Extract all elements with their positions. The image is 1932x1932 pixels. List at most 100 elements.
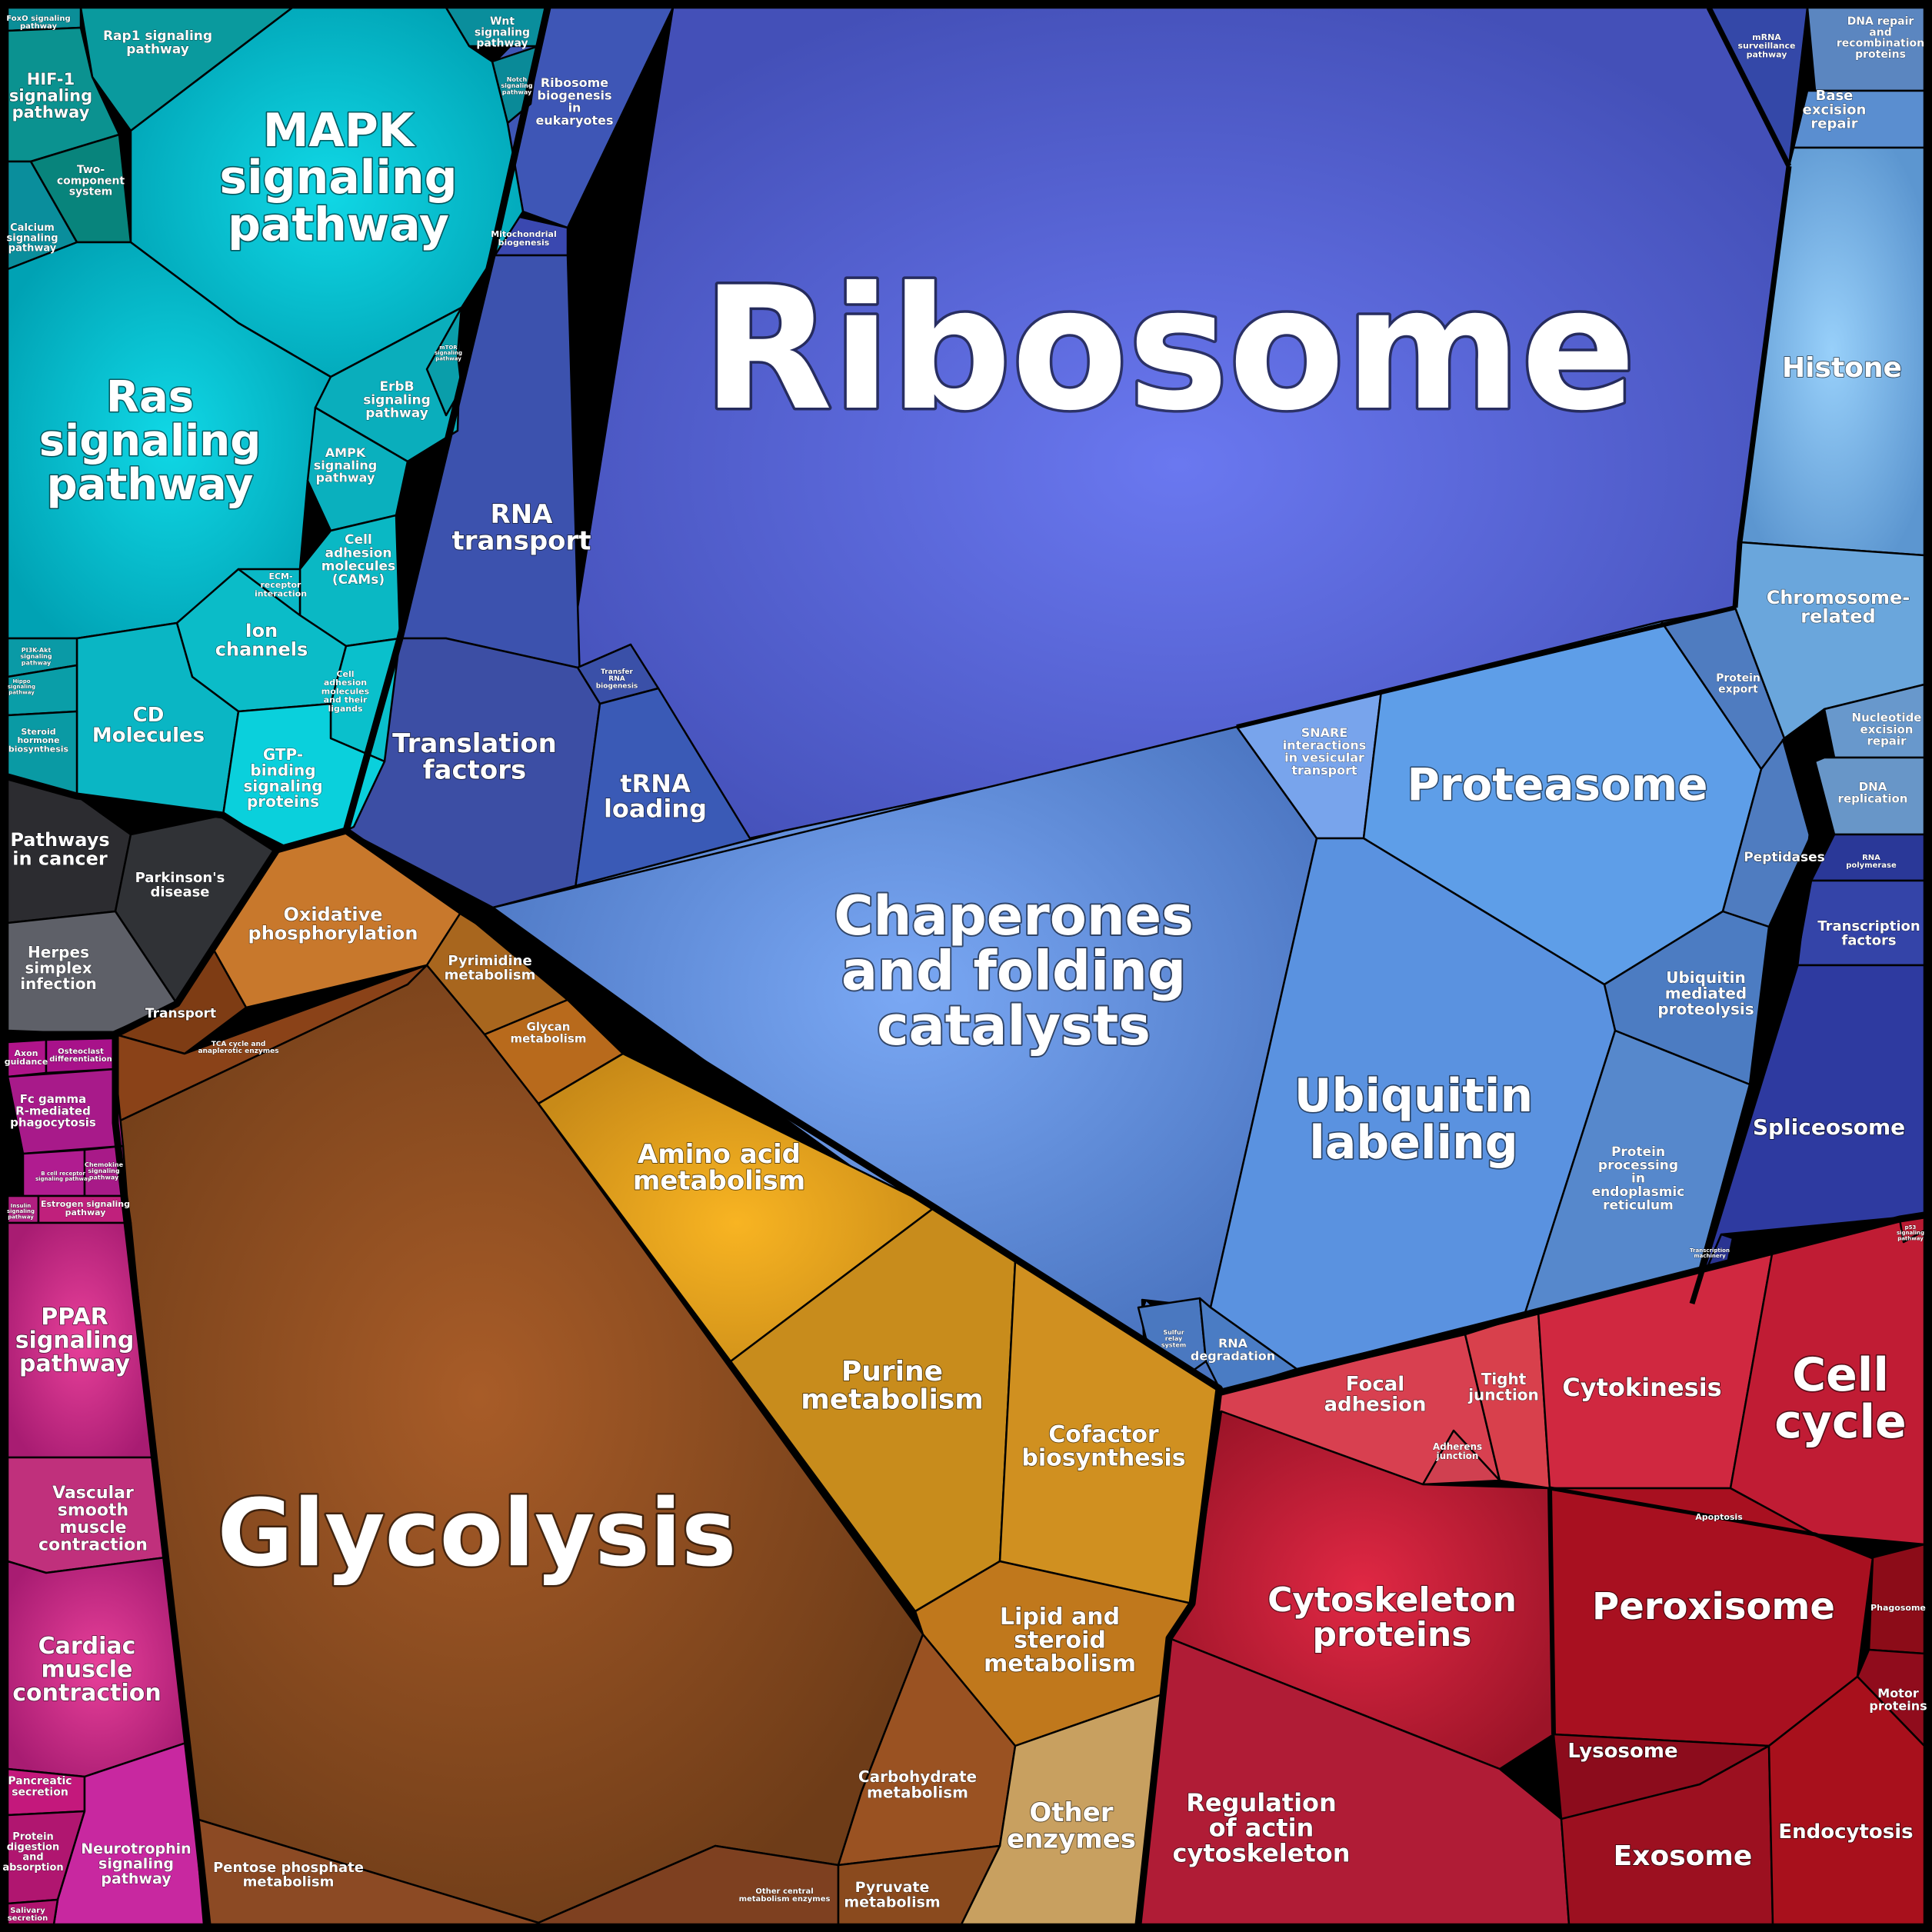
label-line: signaling: [9, 86, 92, 105]
label-line: Oxidative: [283, 904, 382, 925]
label-line: repair: [1810, 116, 1857, 132]
label-line: catalysts: [877, 994, 1151, 1058]
label-line: surveillance: [1738, 41, 1796, 51]
label-glycolysis: Glycolysis: [218, 1481, 737, 1587]
label-line: PPAR: [41, 1304, 108, 1331]
label-line: Osteoclast: [58, 1048, 104, 1056]
label-line: Calcium: [10, 222, 55, 234]
label-line: repair: [1867, 734, 1907, 748]
label-cytokinesis: Cytokinesis: [1562, 1373, 1721, 1402]
label-line: pathway: [435, 355, 461, 361]
label-line: Vascular: [52, 1484, 134, 1503]
label-line: Parkinson's: [135, 870, 225, 886]
label-line: pathway: [126, 42, 189, 57]
label-peptidases: Peptidases: [1744, 850, 1825, 865]
label-line: and folding: [841, 939, 1186, 1002]
label-line: pathway: [476, 38, 528, 50]
label-line: signaling: [7, 1208, 35, 1214]
group-borders: [6, 6, 1925, 1925]
label-line: pathway: [47, 460, 254, 510]
label-line: Herpes: [28, 943, 89, 961]
label-line: pathway: [19, 1351, 130, 1377]
label-line: biosynthesis: [8, 744, 69, 754]
label-line: Cofactor: [1048, 1421, 1159, 1448]
label-line: Other: [1029, 1797, 1113, 1828]
label-line: digestion: [7, 1841, 59, 1853]
label-line: Transcription: [1690, 1247, 1730, 1254]
label-line: differentiation: [49, 1055, 112, 1064]
label-line: Regulation: [1186, 1788, 1337, 1817]
label-line: proteins: [1855, 48, 1906, 61]
label-line: interactions: [1283, 738, 1367, 752]
label-line: disease: [150, 884, 209, 900]
label-line: HIF-1: [27, 70, 75, 88]
adherens-junction-cell[interactable]: [1421, 1429, 1501, 1486]
phagosome-cell[interactable]: [1867, 1543, 1926, 1655]
label-line: junction: [1467, 1385, 1539, 1404]
label-line: Amino acid: [638, 1139, 801, 1170]
label-line: Ribosome: [541, 75, 608, 90]
label-exosome: Exosome: [1614, 1840, 1753, 1872]
label-line: in vesicular: [1284, 751, 1364, 765]
label-line: interaction: [255, 588, 307, 598]
erbb-cell[interactable]: [314, 306, 463, 463]
label-line: metabolism: [633, 1166, 805, 1197]
peptidases-cell[interactable]: [1721, 737, 1813, 928]
label-line: of actin: [1209, 1814, 1314, 1843]
label-line: cycle: [1774, 1395, 1907, 1449]
label-line: signaling: [363, 392, 431, 408]
label-line: pathway: [22, 659, 52, 666]
label-line: simplex: [25, 958, 92, 977]
label-line: component: [57, 175, 125, 187]
label-line: contraction: [38, 1535, 148, 1554]
label-line: RNA: [491, 499, 554, 530]
label-line: reticulum: [1603, 1198, 1674, 1213]
label-line: system: [1161, 1341, 1186, 1348]
label-line: SNARE: [1301, 725, 1348, 740]
label-transport: Transport: [145, 1006, 216, 1021]
label-line: Molecules: [92, 724, 205, 748]
label-line: Chromosome-: [1767, 587, 1910, 608]
label-line: recombination: [1837, 38, 1924, 50]
label-line: Cytoskeleton: [1267, 1581, 1517, 1620]
label-line: pathway: [12, 103, 90, 122]
label-line: Pathways: [10, 829, 109, 851]
label-line: pathway: [8, 689, 35, 695]
label-line: channels: [215, 638, 308, 660]
label-line: Ubiquitin: [1294, 1069, 1533, 1123]
label-line: Wnt: [490, 15, 515, 28]
label-line: molecules: [321, 559, 395, 575]
label-line: pathway: [8, 243, 57, 255]
label-line: in: [568, 101, 581, 115]
label-line: mediated: [1665, 984, 1747, 1002]
label-line: Carbohydrate: [858, 1767, 977, 1786]
label-line: signaling: [475, 26, 530, 38]
label-line: adhesion: [324, 678, 367, 688]
label-line: junction: [1436, 1451, 1479, 1461]
label-line: Notch: [507, 76, 528, 83]
label-line: and: [22, 1852, 43, 1864]
label-line: Pyruvate: [855, 1879, 930, 1896]
label-line: and their: [324, 695, 368, 705]
